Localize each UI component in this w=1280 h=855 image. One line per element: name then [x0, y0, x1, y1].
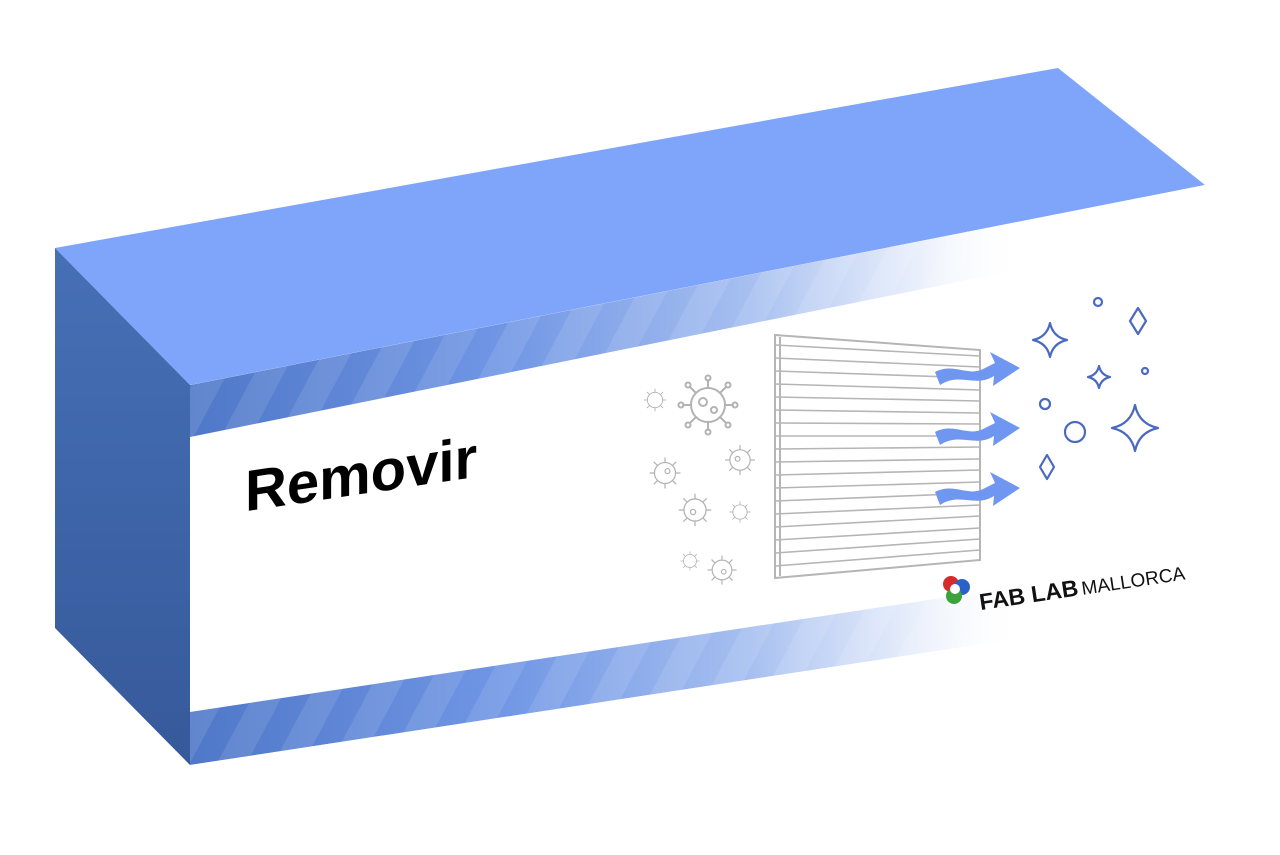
bubble-icon — [1140, 366, 1150, 376]
virus-cluster — [643, 374, 756, 585]
virus-icon — [649, 457, 681, 489]
box-top-face — [55, 68, 1205, 385]
airflow-arrow-icon — [935, 412, 1020, 446]
airflow-arrow-icon — [935, 352, 1020, 386]
air-filter-icon — [774, 333, 981, 580]
virus-icon — [677, 374, 739, 436]
front-color-bands — [190, 185, 1205, 765]
bubble-icon — [1092, 296, 1104, 308]
fablab-logo-icon — [943, 576, 970, 604]
bubble-icon — [1038, 397, 1052, 411]
box-side-face — [55, 248, 190, 765]
virus-icon — [707, 555, 737, 585]
virus-icon — [729, 501, 751, 523]
sparkle-icon — [1128, 306, 1148, 336]
clean-air-sparkles — [1031, 296, 1160, 481]
sparkle-icon — [1110, 403, 1160, 453]
bubble-icon — [1063, 420, 1087, 444]
airflow-arrows — [935, 352, 1020, 506]
virus-icon — [724, 444, 756, 476]
sparkle-icon — [1086, 364, 1112, 390]
sparkle-icon — [1038, 453, 1056, 481]
airflow-arrow-icon — [935, 472, 1020, 506]
sparkle-icon — [1031, 321, 1069, 359]
virus-icon — [643, 388, 667, 412]
virus-icon — [680, 551, 700, 571]
virus-icon — [678, 493, 712, 527]
